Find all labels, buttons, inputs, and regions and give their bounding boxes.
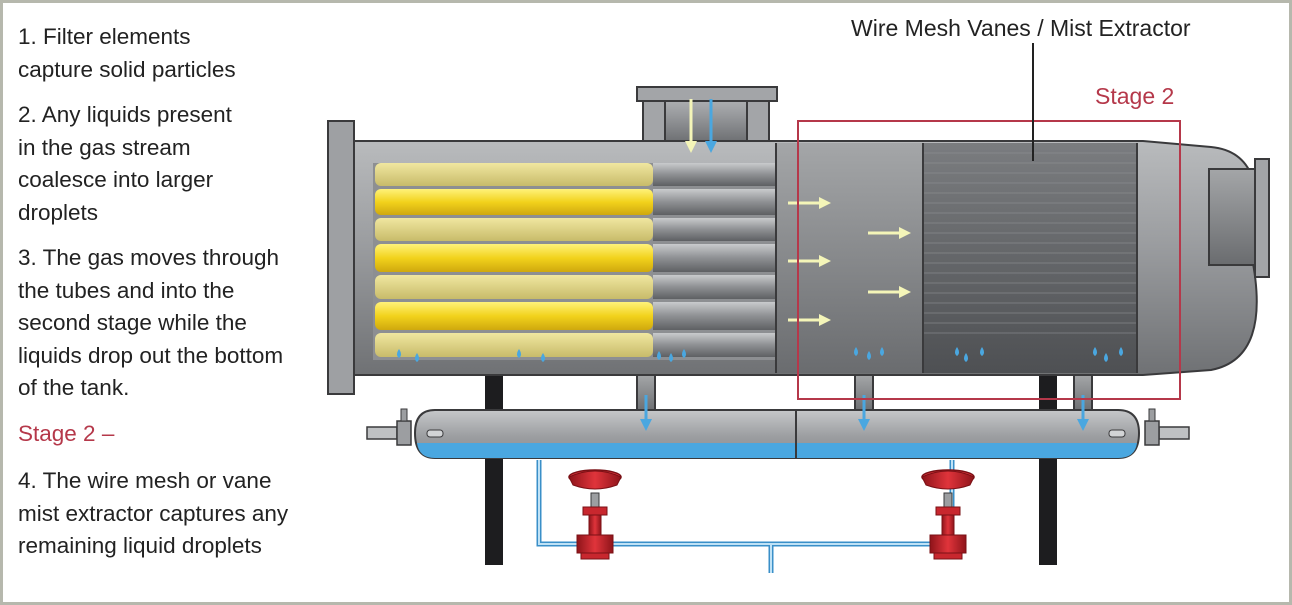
- process-steps: 1. Filter elements capture solid particl…: [18, 21, 328, 576]
- left-flange: [327, 120, 355, 395]
- mist-extractor-label: Wire Mesh Vanes / Mist Extractor: [851, 15, 1191, 41]
- outlet-nozzle: [1254, 158, 1270, 278]
- coalescer-tubes: [653, 163, 776, 357]
- stage2-highlight-box: [797, 120, 1181, 400]
- stage2-label: Stage 2: [1095, 83, 1175, 109]
- control-valve-left: [568, 469, 622, 560]
- support-leg-left: [485, 375, 503, 565]
- filter-elements: [375, 163, 653, 357]
- liquid-droplets: [397, 347, 1123, 362]
- mist-extractor: [924, 143, 1137, 373]
- level-gauge-left: [366, 408, 444, 446]
- step-2-text: 2. Any liquids present in the gas stream…: [18, 102, 232, 225]
- inlet-nozzle: [636, 86, 778, 102]
- gas-flow-arrows: [685, 99, 911, 326]
- stage2-heading: Stage 2 –: [18, 420, 115, 446]
- step-4-text: 4. The wire mesh or vane mist extractor …: [18, 468, 289, 558]
- level-gauge-right: [1108, 408, 1190, 446]
- step-1-text: 1. Filter elements capture solid particl…: [18, 24, 236, 82]
- separator-diagram: [327, 43, 1270, 573]
- control-valve-right: [921, 469, 975, 560]
- support-leg-right: [1039, 375, 1057, 565]
- step-3-text: 3. The gas moves through the tubes and i…: [18, 245, 284, 400]
